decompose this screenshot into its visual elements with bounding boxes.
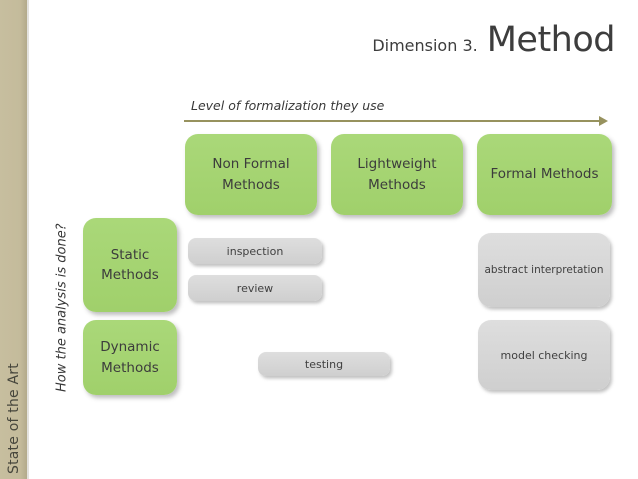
- category-static-methods: Static Methods: [83, 218, 177, 312]
- method-review: review: [188, 275, 322, 301]
- method-model-checking: model checking: [478, 320, 610, 390]
- method-abstract-interpretation: abstract interpretation: [478, 233, 610, 307]
- arrow-head-icon: [599, 116, 608, 126]
- x-axis-arrow: [184, 116, 608, 127]
- slide-title: Dimension 3. Method: [372, 20, 615, 60]
- title-main: Method: [486, 20, 616, 60]
- sidebar: State of the Art: [0, 0, 29, 479]
- category-non-formal-methods: Non Formal Methods: [185, 134, 317, 215]
- y-axis-label: How the analysis is done?: [54, 223, 70, 393]
- method-testing: testing: [258, 352, 390, 376]
- category-formal-methods: Formal Methods: [477, 134, 612, 215]
- category-lightweight-methods: Lightweight Methods: [331, 134, 463, 215]
- arrow-line: [184, 120, 601, 122]
- sidebar-label: State of the Art: [6, 363, 22, 475]
- method-inspection: inspection: [188, 238, 322, 264]
- title-prefix: Dimension 3.: [372, 36, 478, 55]
- x-axis-label: Level of formalization they use: [191, 98, 385, 113]
- category-dynamic-methods: Dynamic Methods: [83, 320, 177, 395]
